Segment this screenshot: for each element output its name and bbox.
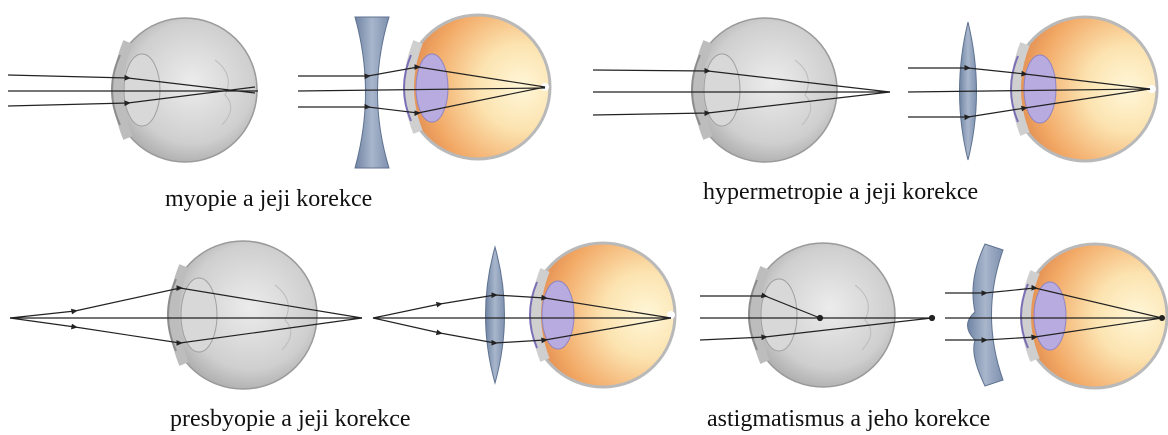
eye-color-astigmatism bbox=[1021, 244, 1167, 388]
convex-lens-presbyopia bbox=[486, 247, 505, 383]
cylindrical-lens bbox=[968, 244, 1004, 386]
myopia-panel: myopie a jeji korekce bbox=[8, 15, 550, 212]
hypermetropia-panel: hypermetropie a jeji korekce bbox=[593, 17, 1157, 205]
caption-astigmatism: astigmatismus a jeho korekce bbox=[707, 406, 990, 432]
eye-gray-hypermetropia bbox=[692, 18, 837, 162]
eye-gray-astigmatism bbox=[749, 243, 895, 387]
astigmatism-panel: astigmatismus a jeho korekce bbox=[700, 243, 1167, 432]
eye-color-myopia bbox=[404, 15, 550, 159]
concave-lens bbox=[355, 17, 389, 168]
caption-myopia: myopie a jeji korekce bbox=[165, 186, 372, 212]
caption-presbyopia: presbyopie a jeji korekce bbox=[170, 406, 411, 432]
presbyopia-panel: presbyopie a jeji korekce bbox=[10, 241, 675, 432]
caption-hypermetropia: hypermetropie a jeji korekce bbox=[703, 179, 978, 205]
eye-gray-presbyopia bbox=[168, 241, 317, 389]
